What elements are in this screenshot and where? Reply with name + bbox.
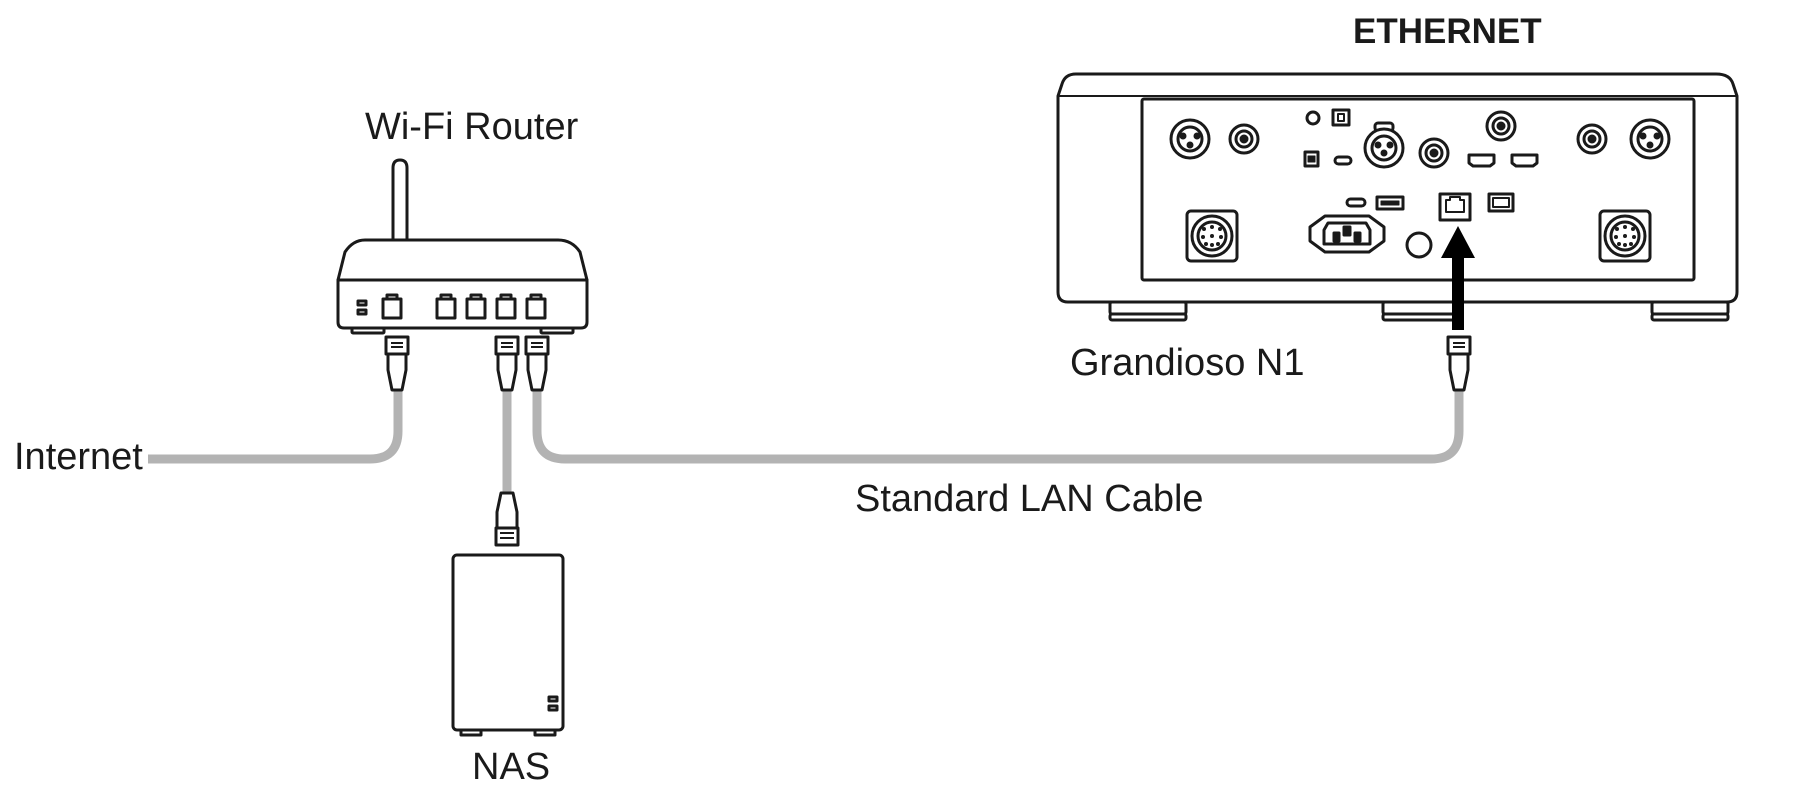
- ac-inlet-icon: [1308, 214, 1386, 254]
- rca-connector-icon: [1228, 123, 1260, 155]
- usb-a-port-icon: [1375, 195, 1405, 211]
- usb-b-port-icon: [1303, 150, 1320, 168]
- multipin-connector-icon: [1598, 209, 1652, 263]
- xlr-connector-icon: [1629, 118, 1671, 160]
- bnc-connector-icon: [1485, 110, 1517, 142]
- usb-c-port-icon: [1333, 155, 1353, 166]
- multipin-connector-icon: [1185, 209, 1239, 263]
- rca-connector-icon: [1418, 137, 1450, 169]
- nas-icon: [451, 553, 565, 737]
- usb-c-port-icon: [1345, 197, 1367, 208]
- rj45-plug-icon: [524, 335, 550, 392]
- rj45-plug-icon: [384, 335, 410, 392]
- hdmi-port-icon: [1510, 153, 1539, 168]
- cables: [148, 390, 1464, 493]
- router-icon: [336, 158, 589, 335]
- antenna-icon: [391, 158, 409, 240]
- rj45-plug-icon: [1446, 335, 1472, 392]
- cable-label: Standard LAN Cable: [855, 478, 1204, 520]
- xlr-connector-icon: [1363, 121, 1405, 169]
- rj45-plug-icon: [494, 491, 520, 547]
- hdmi-port-icon: [1467, 153, 1496, 168]
- diagram-title: ETHERNET: [1353, 12, 1542, 51]
- rj45-plug-icon: [494, 335, 520, 392]
- power-switch-icon: [1405, 231, 1433, 259]
- xlr-connector-icon: [1169, 118, 1211, 160]
- connector-plugs: [384, 335, 1472, 547]
- service-port-icon: [1487, 192, 1515, 213]
- device-label: Grandioso N1: [1070, 342, 1305, 384]
- internet-label: Internet: [14, 436, 143, 478]
- ethernet-port-icon: [1438, 192, 1472, 222]
- nas-label: NAS: [472, 746, 551, 788]
- router-port-lan-1: [435, 293, 457, 320]
- knob-icon: [1305, 110, 1321, 126]
- rca-connector-icon: [1576, 123, 1608, 155]
- lan-cable: [532, 390, 1464, 464]
- router-label: Wi-Fi Router: [365, 106, 579, 148]
- arrow-up-icon: [1441, 226, 1475, 330]
- router-port-lan-3: [495, 293, 517, 320]
- internet-cable: [148, 390, 403, 464]
- optical-port-icon: [1331, 108, 1351, 127]
- router-port-lan-4: [525, 293, 547, 320]
- grandioso-n1-device: [1056, 72, 1739, 322]
- router-port-wan: [381, 293, 403, 320]
- router-port-lan-2: [465, 293, 487, 320]
